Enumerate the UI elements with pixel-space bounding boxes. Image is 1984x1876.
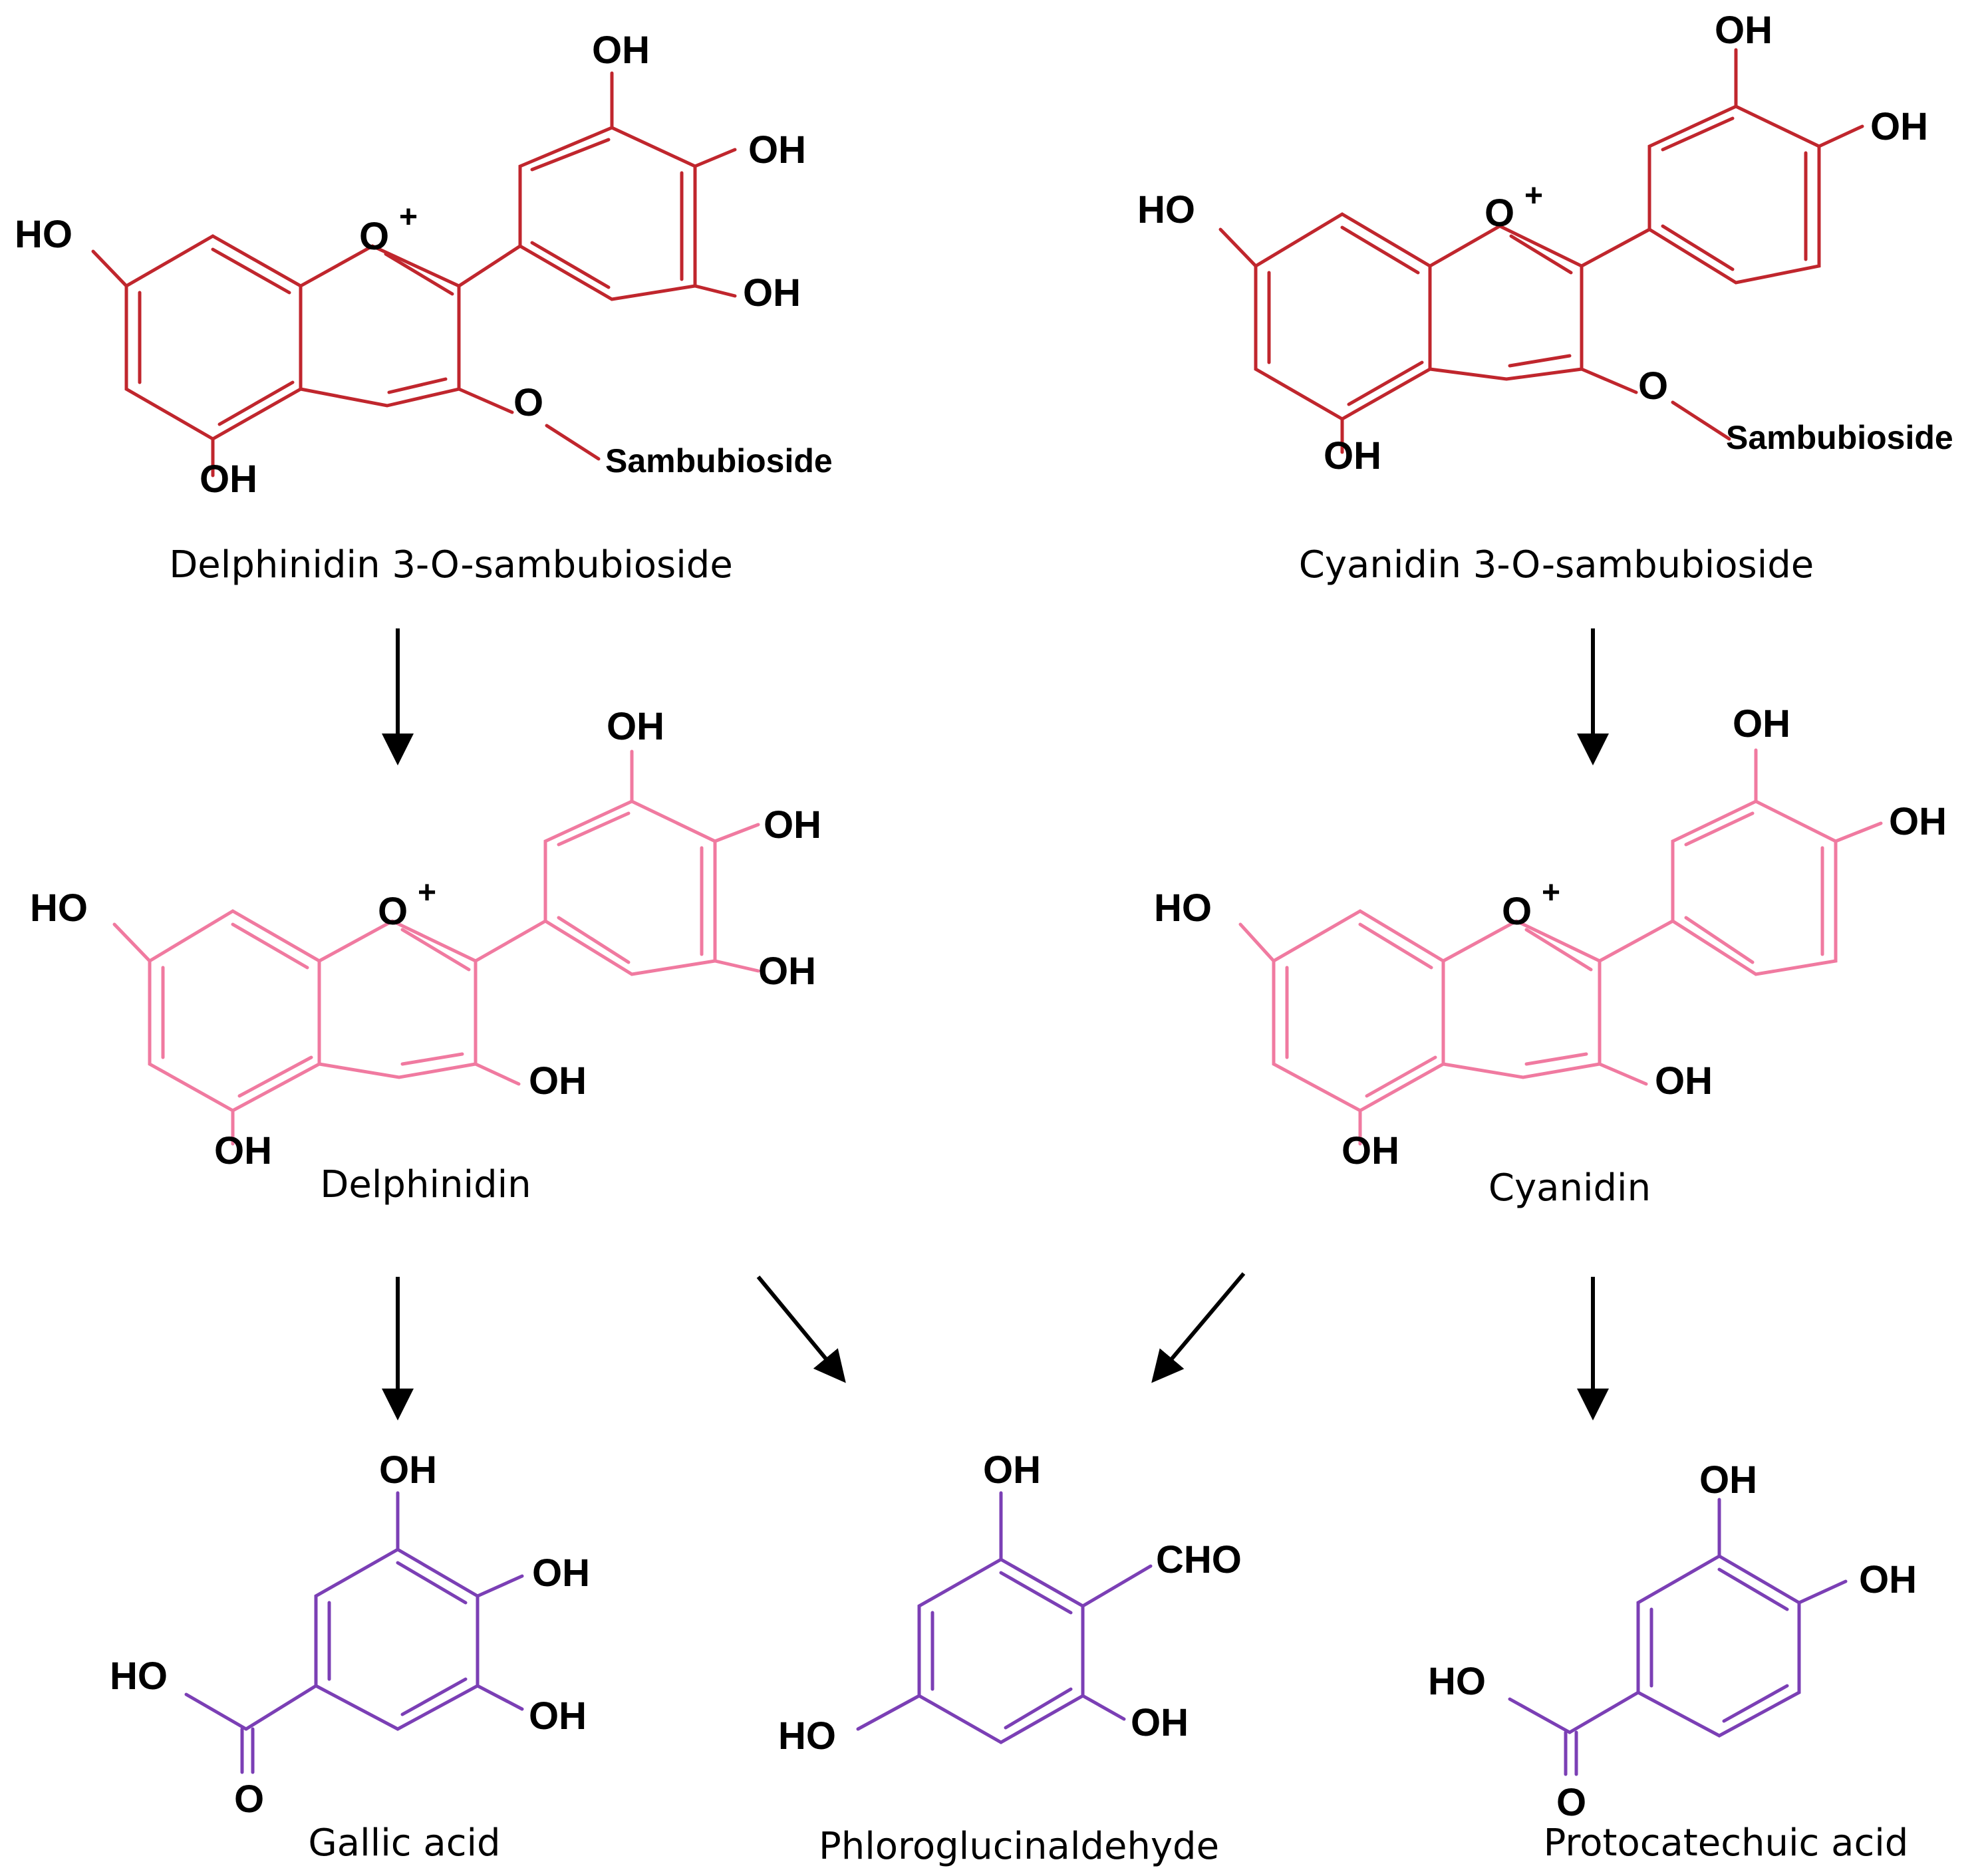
atom-label: O: [513, 381, 543, 424]
atom-label: HO: [30, 886, 88, 930]
compound-name: Phloroglucinaldehyde: [819, 1825, 1219, 1868]
delphinidin-structure: [112, 749, 760, 1146]
atom-label: OH: [758, 950, 816, 993]
atom-label: OH: [748, 128, 806, 172]
atom-label: CHO: [1156, 1538, 1242, 1581]
compound-name: Delphinidin 3-O-sambubioside: [169, 543, 733, 587]
atom-label: OH: [1655, 1059, 1713, 1103]
atom-label: O: [378, 890, 408, 933]
atom-label: OH: [1870, 105, 1928, 148]
charge-label: +: [1524, 178, 1543, 213]
phloroglucinaldehyde-structure: [856, 1491, 1153, 1744]
atom-label: O: [359, 215, 389, 258]
atom-label: OH: [529, 1694, 587, 1738]
delphinidin-3-o-sambubioside-structure: [91, 71, 737, 477]
charge-label: +: [399, 200, 418, 235]
atom-label: OH: [983, 1448, 1041, 1492]
sugar-label: Sambubioside: [1726, 419, 1953, 456]
atom-label: OH: [1889, 800, 1947, 843]
atom-label: HO: [778, 1714, 836, 1758]
atom-label: O: [1638, 364, 1668, 408]
atom-label: OH: [743, 271, 801, 315]
atom-label: OH: [1733, 702, 1790, 745]
cyanidin-3-o-sambubioside-structure: [1218, 48, 1864, 454]
atom-label: HO: [110, 1655, 168, 1698]
charge-label: +: [418, 875, 436, 910]
atom-label: OH: [529, 1059, 587, 1103]
atom-label: OH: [592, 29, 650, 72]
atom-label: O: [234, 1778, 264, 1821]
atom-label: OH: [1131, 1701, 1189, 1744]
compound-name: Protocatechuic acid: [1544, 1821, 1909, 1865]
charge-label: +: [1542, 875, 1560, 910]
atom-label: OH: [214, 1129, 272, 1172]
atom-label: OH: [532, 1551, 590, 1595]
compound-name: Gallic acid: [308, 1821, 500, 1865]
gallic-acid-structure: [184, 1491, 524, 1774]
cyanidin-structure: [1238, 748, 1883, 1146]
compound-name: Cyanidin: [1488, 1166, 1651, 1210]
atom-label: OH: [1699, 1458, 1757, 1502]
atom-label: OH: [1324, 434, 1381, 477]
compound-name: Cyanidin 3-O-sambubioside: [1299, 543, 1814, 587]
atom-label: OH: [379, 1448, 437, 1492]
atom-label: O: [1485, 192, 1514, 235]
compound-name: Delphinidin: [320, 1163, 531, 1206]
atom-label: OH: [1859, 1558, 1917, 1601]
atom-label: HO: [15, 213, 72, 256]
atom-label: OH: [200, 458, 257, 501]
protocatechuic-acid-structure: [1508, 1498, 1848, 1776]
atom-label: OH: [1342, 1129, 1399, 1172]
atom-label: HO: [1428, 1660, 1486, 1703]
atom-label: OH: [1715, 9, 1772, 52]
atom-label: O: [1502, 890, 1532, 933]
reaction-arrow: [756, 1275, 846, 1383]
atom-label: OH: [764, 803, 821, 847]
atom-label: OH: [607, 705, 664, 748]
reaction-arrow: [1151, 1272, 1246, 1383]
atom-label: O: [1556, 1781, 1586, 1824]
atom-label: HO: [1137, 188, 1195, 231]
sugar-label: Sambubioside: [605, 442, 833, 479]
atom-label: HO: [1154, 886, 1212, 930]
